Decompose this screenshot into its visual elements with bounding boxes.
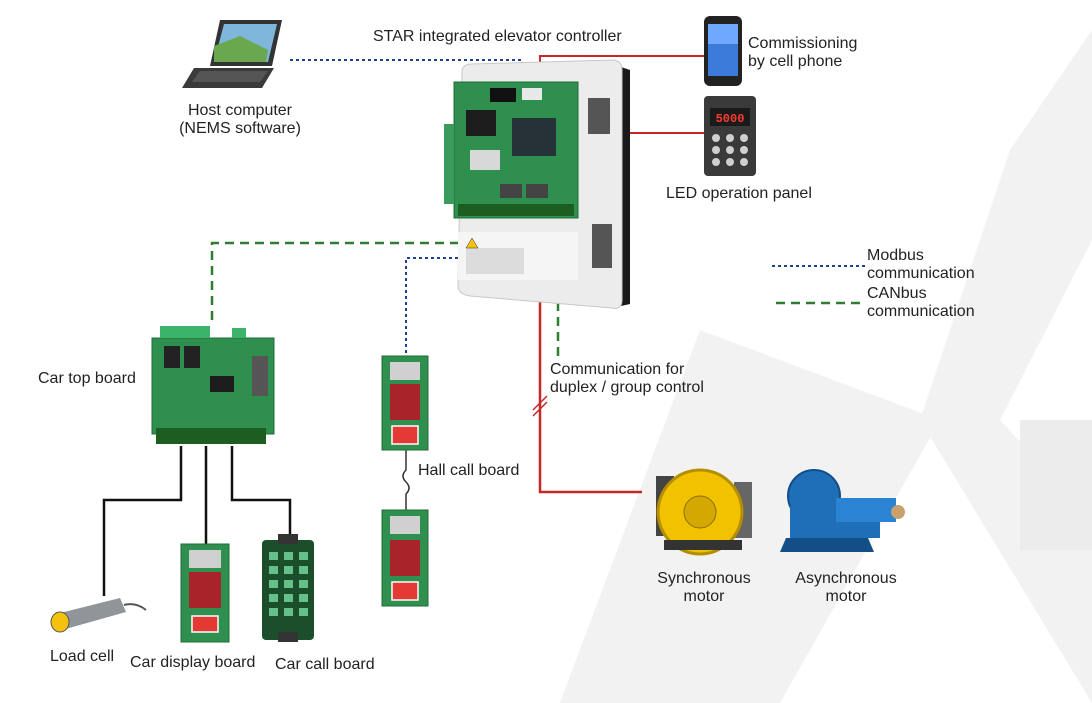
asynchronous-motor-icon [780, 469, 905, 552]
phone-label-line-2: by cell phone [748, 53, 843, 70]
asynchronous-motor-label: Asynchronous motor [780, 570, 912, 606]
hall-call-board-top-icon [381, 355, 429, 451]
hall-call-board-label: Hall call board [418, 462, 520, 479]
hall-call-board-bottom-icon [381, 509, 429, 607]
host-label-line-1: Host computer [187, 102, 293, 119]
car-top-board-icon [151, 326, 275, 444]
modbus-legend-label: Modbus communication [867, 247, 975, 283]
phone-label: Commissioning by cell phone [748, 35, 857, 71]
synchronous-motor-label: Synchronous motor [642, 570, 766, 606]
async-label-line-1: Asynchronous [795, 570, 897, 587]
load-cell-label: Load cell [50, 648, 115, 665]
load-cell-icon [50, 598, 147, 633]
modbus-label-line-2: communication [867, 265, 975, 282]
laptop-icon [182, 20, 282, 88]
group-control-label: Communication for duplex / group control [550, 361, 704, 397]
cell-phone-icon [704, 16, 742, 86]
host-computer-label: Host computer (NEMS software) [170, 102, 310, 138]
modbus-label-line-1: Modbus [867, 247, 924, 264]
canbus-legend-label: CANbus communication [867, 285, 975, 321]
power-line-motor [532, 302, 642, 494]
led-panel-icon: 5000 [704, 96, 756, 176]
car-call-board-icon [262, 534, 314, 642]
canbus-label-line-1: CANbus [867, 285, 927, 302]
group-label-line-2: duplex / group control [550, 379, 704, 396]
sync-label-line-1: Synchronous [657, 570, 751, 587]
controller-label: STAR integrated elevator controller [373, 28, 622, 45]
car-top-board-label: Car top board [38, 370, 136, 387]
hall-link-wire [402, 448, 410, 510]
host-label-line-2: (NEMS software) [179, 120, 301, 137]
canbus-line-cartop [210, 232, 480, 322]
car-display-board-label: Car display board [130, 654, 256, 671]
led-panel-label: LED operation panel [666, 185, 812, 202]
group-label-line-1: Communication for [550, 361, 685, 378]
controller-icon [444, 59, 630, 309]
cartop-signal-lines [102, 446, 292, 596]
canbus-label-line-2: communication [867, 303, 975, 320]
panel-display-text: 5000 [716, 112, 745, 126]
synchronous-motor-icon [656, 468, 752, 556]
async-label-line-2: motor [825, 588, 867, 605]
car-call-board-label: Car call board [275, 656, 375, 673]
sync-label-line-2: motor [683, 588, 725, 605]
phone-label-line-1: Commissioning [748, 35, 858, 52]
car-display-board-icon [180, 543, 230, 643]
